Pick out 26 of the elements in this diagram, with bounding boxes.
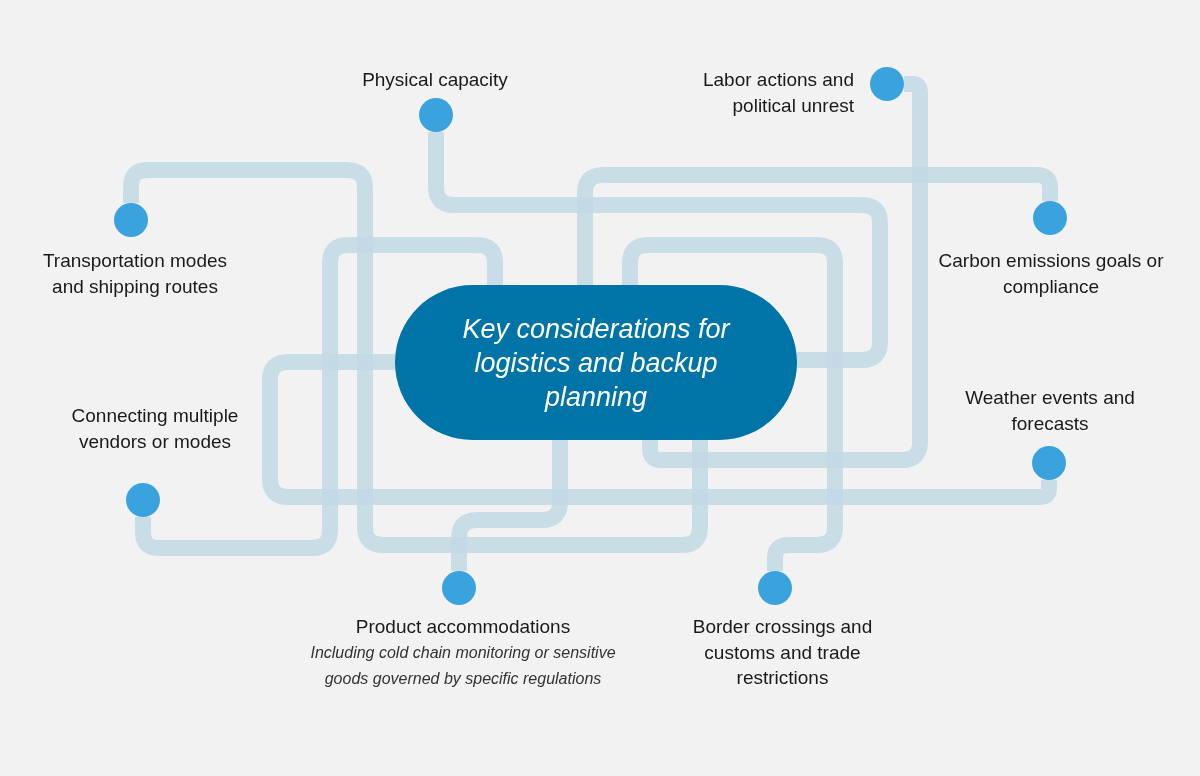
node-caption: Border crossings and customs and trade restrictions bbox=[691, 615, 874, 690]
track-connector bbox=[642, 76, 928, 468]
node-caption: Labor actions and political unrest bbox=[701, 68, 854, 118]
track-connector bbox=[428, 132, 888, 368]
node-caption: Weather events and forecasts bbox=[964, 386, 1136, 436]
track-connector bbox=[123, 162, 708, 553]
endpoint-dot bbox=[1033, 201, 1067, 235]
node-caption: Connecting multiple vendors or modes bbox=[70, 404, 240, 454]
endpoint-dot bbox=[442, 571, 476, 605]
node-caption: Product accommodations bbox=[354, 615, 572, 639]
node-caption: Carbon emissions goals or compliance bbox=[937, 249, 1165, 299]
node-caption: Transportation modes and shipping routes bbox=[41, 249, 229, 299]
endpoint-dot bbox=[114, 203, 148, 237]
track-connector bbox=[622, 237, 843, 571]
central-title: Key considerations for logistics and backup planning bbox=[461, 312, 732, 414]
track-connector bbox=[135, 237, 503, 556]
endpoint-dot bbox=[758, 571, 792, 605]
endpoint-dot bbox=[1032, 446, 1066, 480]
endpoint-dot bbox=[419, 98, 453, 132]
endpoint-dot bbox=[126, 483, 160, 517]
track-connector bbox=[577, 167, 1058, 285]
endpoint-dot bbox=[870, 67, 904, 101]
node-caption: Physical capacity bbox=[361, 68, 509, 92]
track-connector bbox=[451, 440, 568, 571]
track-connector bbox=[262, 354, 1057, 505]
node-description: Including cold chain monitoring or sensitive goods governed by specific regulations bbox=[309, 643, 617, 689]
